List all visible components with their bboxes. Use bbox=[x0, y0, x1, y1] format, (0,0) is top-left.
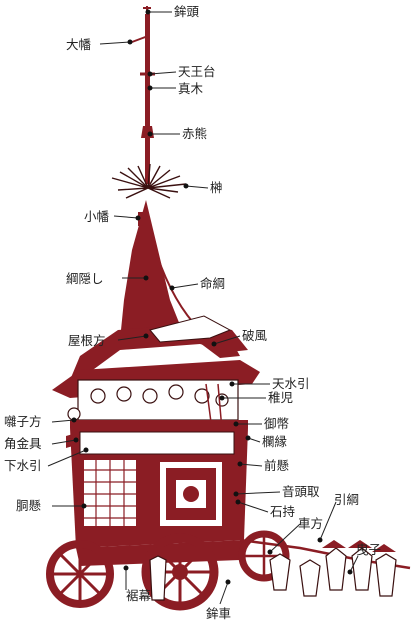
akaguma-tuft bbox=[141, 126, 154, 138]
ohata-banner bbox=[131, 35, 149, 43]
wheel-left bbox=[46, 540, 114, 608]
label-hikiko: 曳子 bbox=[356, 542, 381, 557]
label-kohata: 小幡 bbox=[84, 209, 110, 224]
label-ohata: 大幡 bbox=[66, 37, 92, 52]
label-gohei: 御幣 bbox=[264, 416, 289, 431]
shitamizuhiki-band bbox=[79, 431, 235, 455]
label-hokoguruma: 鉾車 bbox=[206, 606, 231, 621]
label-hafu: 破風 bbox=[242, 328, 268, 343]
label-shitamizuhiki: 下水引 bbox=[4, 458, 42, 473]
roof-white-ridge bbox=[149, 315, 232, 343]
label-rankan: 欄縁 bbox=[262, 434, 287, 449]
wheel-center bbox=[141, 533, 219, 611]
label-hayashikata: 囃子方 bbox=[4, 414, 42, 429]
label-maekake: 前懸 bbox=[264, 458, 289, 473]
label-susomaku: 裾幕 bbox=[126, 588, 152, 603]
label-hokogashira: 鉾頭 bbox=[174, 4, 200, 19]
leader-lines bbox=[47, 9, 359, 605]
amikakushi-spire bbox=[120, 200, 186, 340]
part-labels: 鉾頭 大幡 天王台 真木 赤熊 榊 小幡 綱隠し 命綱 屋根方 破風 天水引 稚… bbox=[4, 4, 381, 621]
label-hikizuna: 引綱 bbox=[334, 492, 359, 507]
hoko-float-illustration bbox=[46, 6, 411, 611]
sakaki-branches bbox=[111, 163, 187, 199]
label-ishimochi: 石持 bbox=[270, 504, 295, 519]
label-tensuihiki: 天水引 bbox=[272, 376, 310, 391]
hikiko-hats bbox=[322, 540, 396, 552]
dokake-panel bbox=[84, 460, 136, 526]
hafu-gable bbox=[196, 338, 240, 358]
label-inochizuna: 命綱 bbox=[200, 276, 225, 291]
label-ondotori: 音頭取 bbox=[282, 484, 320, 499]
mast-shingi bbox=[145, 14, 150, 184]
label-amikakushi: 綱隠し bbox=[66, 271, 104, 286]
label-tennodai: 天王台 bbox=[178, 64, 216, 79]
label-kurumakata: 車方 bbox=[298, 516, 323, 531]
label-chigo: 稚児 bbox=[268, 390, 293, 405]
label-kadokanagu: 角金具 bbox=[4, 436, 42, 451]
label-shingi: 真木 bbox=[178, 81, 204, 96]
maekake-panel bbox=[160, 462, 222, 526]
label-akaguma: 赤熊 bbox=[182, 126, 207, 141]
label-dokake: 胴懸 bbox=[16, 498, 41, 513]
rankan-rail bbox=[70, 420, 248, 428]
label-sakaki: 榊 bbox=[210, 180, 223, 195]
label-yanekata: 屋根方 bbox=[68, 333, 106, 348]
